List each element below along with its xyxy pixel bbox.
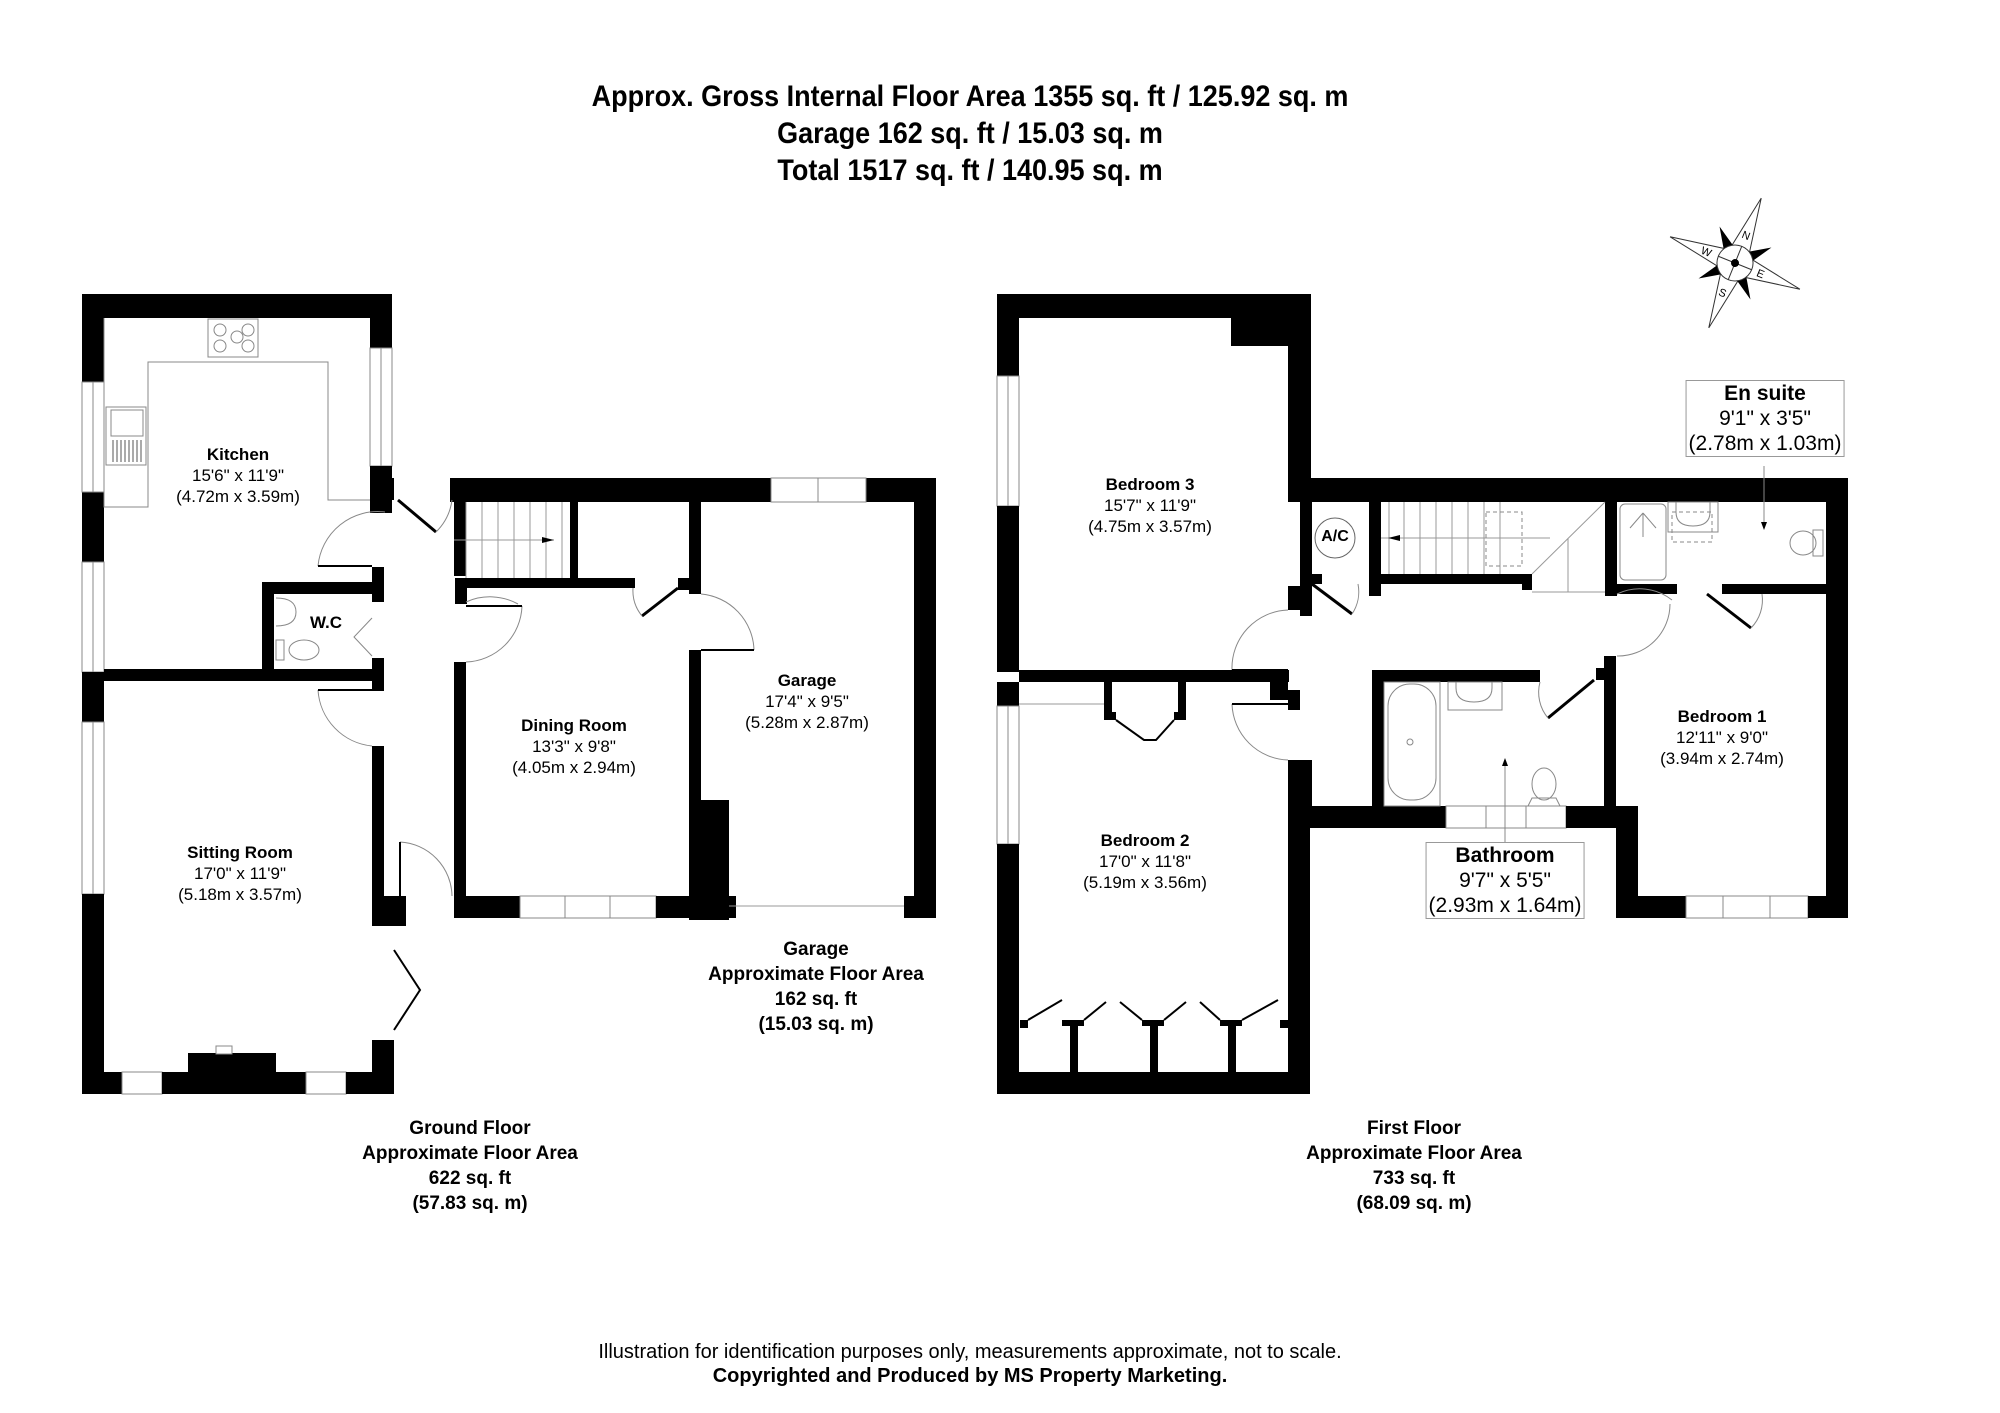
room-name: Garage (777, 671, 837, 690)
room-label-bathroom: Bathroom 9'7" x 5'5" (2.93m x 1.64m) (1425, 842, 1585, 919)
room-dim-imperial: 17'0" x 11'8" (1099, 852, 1191, 871)
first-floor-fixtures (1019, 466, 1824, 1021)
summary-subtitle: Approximate Floor Area (708, 964, 924, 985)
room-name: Dining Room (521, 716, 627, 735)
svg-text:E: E (1755, 267, 1766, 281)
ground-floor-walls (81, 294, 936, 1095)
room-label-dining-room: Dining Room 13'3" x 9'8" (4.05m x 2.94m) (512, 715, 636, 778)
summary-subtitle: Approximate Floor Area (1306, 1143, 1522, 1164)
room-dim-metric: (4.05m x 2.94m) (512, 758, 636, 777)
compass-icon: N E S W (1669, 197, 1801, 329)
room-name: Sitting Room (187, 843, 293, 862)
summary-title: Garage (783, 939, 849, 960)
summary-sqm: (15.03 sq. m) (758, 1014, 874, 1035)
ground-floor-fixtures (103, 318, 904, 1031)
room-dim-metric: (5.28m x 2.87m) (745, 713, 869, 732)
summary-sqft: 162 sq. ft (774, 989, 858, 1010)
room-dim-metric: (2.78m x 1.03m) (1688, 432, 1842, 455)
room-dim-imperial: 15'7" x 11'9" (1104, 496, 1196, 515)
room-dim-imperial: 17'0" x 11'9" (194, 864, 286, 883)
room-dim-metric: (4.75m x 3.57m) (1088, 517, 1212, 536)
summary-sqm: (68.09 sq. m) (1356, 1193, 1472, 1214)
room-name: En suite (1724, 382, 1806, 405)
room-name: Bathroom (1455, 844, 1555, 867)
first-floor-summary: First Floor Approximate Floor Area 733 s… (1306, 1116, 1522, 1216)
room-label-kitchen: Kitchen 15'6" x 11'9" (4.72m x 3.59m) (176, 444, 300, 507)
floor-area-header: Approx. Gross Internal Floor Area 1355 s… (0, 78, 1940, 189)
room-dim-imperial: 9'1" x 3'5" (1719, 407, 1811, 430)
summary-title: Ground Floor (409, 1118, 531, 1139)
room-dim-metric: (5.18m x 3.57m) (178, 885, 302, 904)
room-dim-metric: (3.94m x 2.74m) (1660, 749, 1784, 768)
room-dim-metric: (2.93m x 1.64m) (1428, 894, 1582, 917)
garage-area-summary: Garage Approximate Floor Area 162 sq. ft… (708, 937, 924, 1037)
ac-cupboard-label: A/C (1321, 528, 1349, 545)
room-label-sitting-room: Sitting Room 17'0" x 11'9" (5.18m x 3.57… (178, 842, 302, 905)
room-dim-imperial: 12'11" x 9'0" (1676, 728, 1768, 747)
room-label-bedroom-2: Bedroom 2 17'0" x 11'8" (5.19m x 3.56m) (1083, 830, 1207, 893)
room-name: Kitchen (206, 445, 270, 464)
summary-sqft: 622 sq. ft (428, 1168, 512, 1189)
room-label-wc: W.C (310, 612, 342, 633)
room-label-bedroom-1: Bedroom 1 12'11" x 9'0" (3.94m x 2.74m) (1660, 706, 1784, 769)
gross-area-line: Approx. Gross Internal Floor Area 1355 s… (591, 80, 1349, 113)
disclaimer-text: Illustration for identification purposes… (598, 1341, 1342, 1363)
summary-title: First Floor (1367, 1118, 1461, 1139)
footer: Illustration for identification purposes… (0, 1340, 1940, 1388)
room-label-bedroom-3: Bedroom 3 15'7" x 11'9" (4.75m x 3.57m) (1088, 474, 1212, 537)
svg-text:N: N (1740, 229, 1752, 243)
svg-text:S: S (1717, 287, 1728, 301)
room-label-garage: Garage 17'4" x 9'5" (5.28m x 2.87m) (745, 670, 869, 733)
copyright-text: Copyrighted and Produced by MS Property … (712, 1365, 1228, 1387)
room-label-en-suite: En suite 9'1" x 3'5" (2.78m x 1.03m) (1685, 380, 1845, 457)
room-dim-imperial: 13'3" x 9'8" (532, 737, 616, 756)
garage-area-line: Garage 162 sq. ft / 15.03 sq. m (777, 117, 1163, 150)
room-dim-imperial: 17'4" x 9'5" (765, 692, 849, 711)
room-dim-imperial: 15'6" x 11'9" (192, 466, 284, 485)
room-dim-metric: (5.19m x 3.56m) (1083, 873, 1207, 892)
summary-sqm: (57.83 sq. m) (412, 1193, 528, 1214)
ground-floor-summary: Ground Floor Approximate Floor Area 622 … (362, 1116, 578, 1216)
room-name: Bedroom 1 (1677, 707, 1767, 726)
total-area-line: Total 1517 sq. ft / 140.95 sq. m (777, 154, 1163, 187)
room-name: Bedroom 2 (1100, 831, 1190, 850)
room-name: W.C (309, 613, 343, 632)
room-name: Bedroom 3 (1105, 475, 1195, 494)
room-dim-imperial: 9'7" x 5'5" (1459, 869, 1551, 892)
first-floor-walls (996, 294, 1848, 1094)
summary-subtitle: Approximate Floor Area (362, 1143, 578, 1164)
svg-text:W: W (1699, 245, 1714, 260)
summary-sqft: 733 sq. ft (1372, 1168, 1456, 1189)
room-dim-metric: (4.72m x 3.59m) (176, 487, 300, 506)
